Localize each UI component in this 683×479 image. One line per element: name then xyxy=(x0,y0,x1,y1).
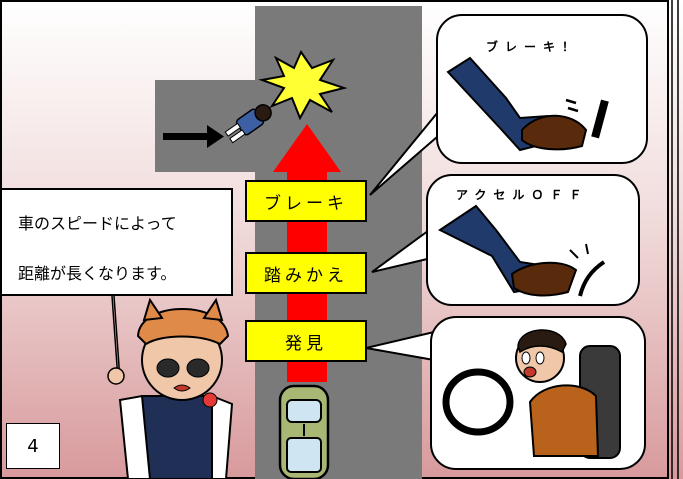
impact-burst-icon xyxy=(258,49,348,121)
stage-label-brake: ブレーキ xyxy=(245,180,367,222)
stage-label-discover: 発見 xyxy=(245,320,367,362)
cat-mascot-icon xyxy=(107,297,234,479)
car-icon xyxy=(278,384,330,479)
approach-arrow-icon xyxy=(163,125,224,148)
brake-shout: ブレーキ！ xyxy=(486,40,582,54)
sign-line-1: 車のスピードによって xyxy=(18,214,177,233)
driver-icon xyxy=(442,329,621,459)
sign-stick xyxy=(111,295,119,381)
page-number: 4 xyxy=(6,423,60,469)
stage-label-switch: 踏みかえ xyxy=(245,252,367,294)
sign-line-2: 距離が長くなります。 xyxy=(18,264,177,283)
explanation-sign: 車のスピードによって 距離が長くなります。 xyxy=(0,188,233,296)
pedestrian-icon xyxy=(224,104,272,144)
accel-foot-icon xyxy=(438,204,606,297)
accel-off-shout: アクセルＯＦＦ xyxy=(456,188,589,202)
brake-foot-icon xyxy=(446,56,609,152)
